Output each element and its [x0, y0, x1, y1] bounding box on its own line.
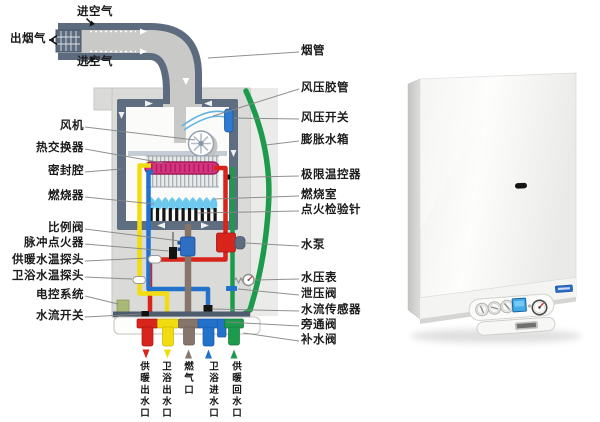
- label-water-flow-sensor: 水流传感器: [301, 304, 361, 316]
- airflow-down-icon: [182, 78, 190, 85]
- label-bath-outlet-port: 卫浴出水口: [160, 361, 171, 420]
- label-sealed-chamber: 密封腔: [48, 165, 84, 177]
- label-combustion-chamber: 燃烧室: [301, 189, 337, 201]
- label-wind-pressure-hose: 风压胶管: [301, 82, 349, 94]
- airflow-right-icon: [140, 28, 147, 35]
- chassis-bar: [113, 311, 250, 317]
- burner-graphic: [147, 197, 218, 221]
- hydraulic-components: [113, 232, 255, 333]
- product-photo: [407, 72, 582, 343]
- bath-temp-probe-graphic: [132, 276, 146, 284]
- label-heating-return-port: 供暖回水口: [230, 361, 241, 420]
- flue-terminal: [55, 29, 82, 53]
- connection-manifold: [113, 316, 261, 347]
- label-air-intake-bottom: 进空气: [77, 56, 113, 68]
- boiler-side-face: [407, 78, 421, 320]
- knob-2: [487, 301, 502, 315]
- gas-stub: [178, 318, 200, 346]
- water-pump-graphic: [216, 232, 246, 253]
- flow-sensor-graphic: [203, 305, 213, 314]
- bath-outlet-arrow-icon: [164, 349, 171, 359]
- relief-valve-graphic: [226, 286, 237, 291]
- label-burner: 燃烧器: [48, 190, 84, 202]
- fan-graphic: [174, 95, 218, 160]
- label-flue-pipe: 烟管: [301, 45, 325, 57]
- lcd-display: [511, 297, 527, 313]
- flow-direction-icons: [49, 17, 96, 65]
- label-water-flow-switch: 水流开关: [36, 310, 84, 322]
- label-gas-port: 燃气口: [182, 361, 193, 397]
- label-bypass-valve: 旁通阀: [301, 319, 337, 331]
- airflow-right-icon: [140, 48, 147, 55]
- wind-pressure-switch-graphic: [181, 108, 234, 133]
- control-panel: [468, 293, 555, 321]
- heat-exchanger-graphic: [144, 155, 220, 188]
- bath-outlet-stub: [157, 318, 179, 347]
- expansion-tank-graphic: [243, 88, 272, 313]
- proportional-valve-graphic: [177, 236, 196, 257]
- heating-temp-probe-graphic: [148, 255, 162, 264]
- heating-flow-pipe-upper: [214, 165, 228, 233]
- front-logo-slot: [514, 182, 527, 189]
- label-heating-water-temp-probe: 供暖水温探头: [12, 254, 84, 266]
- brand-badge: [555, 284, 573, 293]
- heating-return-arrow-icon: [230, 349, 238, 359]
- label-water-pump: 水泵: [301, 239, 325, 251]
- pressure-gauge-graphic: [242, 273, 255, 287]
- label-electric-control-system: 电控系统: [36, 289, 84, 301]
- leader-lines: [84, 51, 300, 342]
- label-bath-inlet-port: 卫浴进水口: [207, 361, 218, 420]
- bath-inlet-arrow-icon: [205, 349, 212, 359]
- knob-1: [475, 302, 489, 317]
- label-water-pressure-gauge: 水压表: [301, 272, 337, 284]
- label-smoke-out: 出烟气: [10, 33, 46, 45]
- label-proportional-valve: 比例阀: [48, 222, 84, 234]
- chamber-airflow-icons: [118, 100, 237, 229]
- label-expansion-tank: 膨胀水箱: [301, 134, 349, 146]
- label-heat-exchanger: 热交换器: [36, 142, 84, 154]
- boiler-schematic: [49, 17, 300, 359]
- label-ignition-detection-pin: 点火检验针: [301, 204, 361, 216]
- hot-water-pipe: [137, 163, 170, 321]
- flow-switch-graphic: [141, 311, 149, 319]
- label-bath-water-temp-probe: 卫浴水温探头: [12, 270, 84, 282]
- gas-inlet-arrow-icon: [185, 349, 192, 359]
- pulse-igniter-graphic: [169, 247, 177, 259]
- label-pressure-relief-valve: 泄压阀: [301, 288, 337, 300]
- heating-return-stub: [224, 318, 244, 346]
- port-direction-icons: [142, 349, 238, 359]
- flue-duct-graphic: [55, 23, 202, 107]
- heating-outlet-stub: [136, 318, 159, 347]
- knob-3: [500, 299, 514, 314]
- panel-pressure-gauge: [531, 299, 548, 316]
- label-wind-pressure-switch: 风压开关: [301, 112, 349, 124]
- label-air-intake-top: 进空气: [77, 6, 113, 18]
- cold-water-pipe: [146, 169, 211, 321]
- bottom-flip-cover: [476, 316, 556, 336]
- label-pulse-igniter: 脉冲点火器: [24, 237, 84, 249]
- label-fan: 风机: [60, 120, 84, 132]
- panel-button: [527, 304, 532, 308]
- label-heating-outlet-port: 供暖出水口: [138, 361, 149, 420]
- label-limit-thermostat: 极限温控器: [301, 169, 361, 181]
- heating-outlet-arrow-icon: [142, 349, 150, 359]
- bath-inlet-stub: [197, 318, 220, 347]
- label-refill-valve: 补水阀: [301, 334, 337, 346]
